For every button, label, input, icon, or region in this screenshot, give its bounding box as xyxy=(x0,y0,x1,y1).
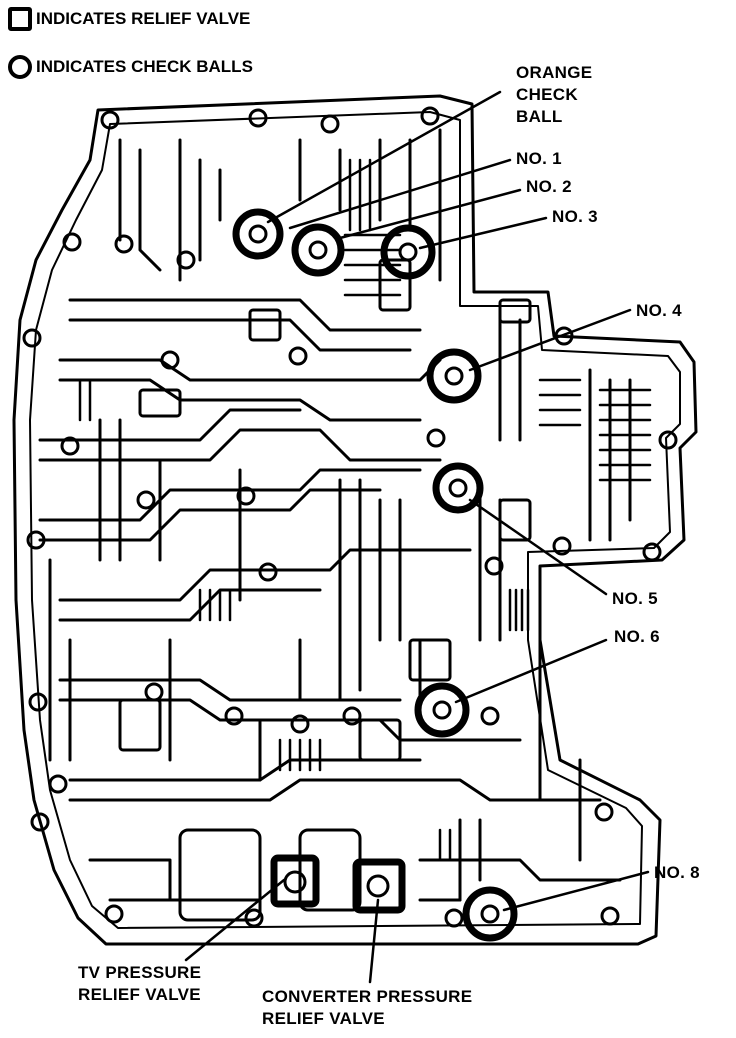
label-converter-line2: RELIEF VALVE xyxy=(262,1009,385,1028)
square-icon xyxy=(8,7,32,31)
legend-relief-valve-text: INDICATES RELIEF VALVE xyxy=(36,9,251,28)
label-no5: NO. 5 xyxy=(612,589,658,608)
label-no3: NO. 3 xyxy=(552,207,598,226)
relief-valves xyxy=(270,854,406,914)
label-no4: NO. 4 xyxy=(636,301,682,320)
label-tv-pressure-relief-valve: TV PRESSURE RELIEF VALVE xyxy=(78,962,201,1006)
leader-no6 xyxy=(454,638,608,704)
slot-features xyxy=(78,158,652,862)
converter-pressure-relief-valve xyxy=(352,858,406,914)
check-ball-no8 xyxy=(462,886,518,942)
label-tv-line2: RELIEF VALVE xyxy=(78,985,201,1004)
label-no6: NO. 6 xyxy=(614,627,660,646)
label-no8: NO. 8 xyxy=(654,863,700,882)
leader-lines xyxy=(184,90,650,984)
label-converter-pressure-relief-valve: CONVERTER PRESSURE RELIEF VALVE xyxy=(262,986,472,1030)
bolt-holes xyxy=(22,106,678,928)
legend-check-balls-text: INDICATES CHECK BALLS xyxy=(36,57,253,76)
label-orange-line3: BALL xyxy=(516,107,563,126)
check-ball-no5 xyxy=(432,462,484,514)
leader-no3 xyxy=(418,216,548,250)
legend-relief-valve: INDICATES RELIEF VALVE xyxy=(8,6,250,32)
leader-no1 xyxy=(288,158,512,230)
vertical-passages xyxy=(48,128,632,902)
leader-no2 xyxy=(338,188,522,240)
check-ball-orange xyxy=(232,208,284,260)
leader-tv xyxy=(184,878,286,962)
label-orange-line1: ORANGE xyxy=(516,63,593,82)
circle-icon xyxy=(8,55,32,79)
plate-outline xyxy=(12,94,698,946)
label-converter-line1: CONVERTER PRESSURE xyxy=(262,987,473,1006)
check-ball-no6 xyxy=(414,682,470,738)
check-ball-no1 xyxy=(291,223,345,277)
label-tv-line1: TV PRESSURE xyxy=(78,963,202,982)
leader-no4 xyxy=(468,308,632,372)
check-ball-no4 xyxy=(426,348,482,404)
label-no1: NO. 1 xyxy=(516,149,562,168)
leader-converter xyxy=(368,898,380,984)
label-orange-line2: CHECK xyxy=(516,85,578,104)
label-no2: NO. 2 xyxy=(526,177,572,196)
label-orange-check-ball: ORANGE CHECK BALL xyxy=(516,62,592,128)
leader-no5 xyxy=(468,498,608,596)
leader-no8 xyxy=(502,870,650,912)
passages xyxy=(38,298,622,902)
leader-orange xyxy=(266,90,502,224)
check-ball-no3 xyxy=(380,224,436,280)
check-balls xyxy=(232,208,518,942)
pockets xyxy=(118,258,532,922)
tv-pressure-relief-valve xyxy=(270,854,320,908)
legend-check-balls: INDICATES CHECK BALLS xyxy=(8,54,253,80)
